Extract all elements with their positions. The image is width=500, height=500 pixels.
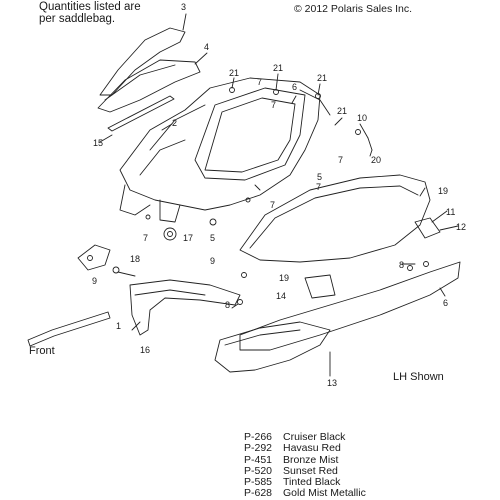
callout-7: 7 [271, 100, 277, 110]
callout-3: 3 [181, 2, 187, 12]
bracket-left [77, 244, 111, 271]
quantity-note-line2: per saddlebag. [39, 13, 116, 25]
callout-7: 7 [143, 233, 149, 243]
lid-shell-19 [239, 174, 431, 263]
callout-13: 13 [327, 378, 338, 388]
color-name: Bronze Mist [283, 453, 339, 466]
callout-7: 7 [257, 77, 263, 87]
color-code: P-585 [244, 476, 273, 489]
color-name: Havasu Red [283, 442, 341, 455]
saddlebag-body [119, 77, 321, 211]
callout-11: 11 [446, 207, 456, 217]
color-code: P-520 [244, 464, 273, 477]
view-label: LH Shown [393, 371, 444, 383]
callout-8: 8 [399, 260, 405, 270]
callout-9: 9 [92, 276, 98, 286]
color-row: P-292 Havasu Red [244, 442, 366, 455]
callout-5: 5 [210, 233, 216, 243]
callout-21: 21 [273, 63, 284, 73]
strip-15 [107, 95, 175, 132]
color-name: Gold Mist Metallic [283, 487, 366, 500]
color-row: P-266 Cruiser Black [244, 431, 366, 443]
callout-1: 1 [116, 321, 122, 331]
color-row: P-451 Bronze Mist [244, 453, 366, 466]
callout-12: 12 [456, 222, 467, 232]
trim-piece-4 [97, 59, 201, 113]
callout-7: 7 [316, 182, 322, 192]
color-code: P-451 [244, 453, 273, 466]
color-row: P-628 Gold Mist Metallic [244, 487, 366, 500]
bracket-19 [304, 274, 336, 299]
guard-16 [129, 279, 241, 336]
color-name: Sunset Red [283, 464, 338, 477]
callout-21: 21 [229, 68, 240, 78]
callout-15: 15 [93, 138, 104, 148]
color-code: P-628 [244, 487, 273, 500]
quantity-note-line1: Quantities listed are [39, 1, 141, 13]
callout-2: 2 [172, 118, 178, 128]
color-row: P-520 Sunset Red [244, 464, 366, 477]
bracket-11 [414, 217, 441, 239]
color-table: P-266 Cruiser Black P-292 Havasu Red P-451… [244, 431, 366, 500]
callout-8: 8 [225, 300, 231, 310]
quantity-note: Quantities listed are per saddlebag. [39, 1, 141, 25]
callout-19: 19 [279, 273, 290, 283]
callout-6: 6 [292, 82, 298, 92]
callout-7: 7 [338, 155, 344, 165]
callout-16: 16 [140, 345, 151, 355]
color-name: Tinted Black [283, 476, 341, 489]
callout-7: 7 [270, 200, 276, 210]
callout-14: 14 [276, 291, 287, 301]
callout-6: 6 [443, 298, 449, 308]
side-trim-6 [239, 261, 461, 351]
lower-cover-13 [214, 321, 331, 373]
trim-piece-3 [99, 27, 186, 96]
front-label: Front [29, 345, 55, 357]
callout-18: 18 [130, 254, 141, 264]
color-code: P-266 [244, 431, 273, 443]
copyright-text: © 2012 Polaris Sales Inc. [294, 3, 413, 15]
color-name: Cruiser Black [283, 431, 346, 443]
callout-21: 21 [317, 73, 328, 83]
callout-21: 21 [337, 106, 348, 116]
callout-5: 5 [317, 172, 323, 182]
callout-17: 17 [183, 233, 194, 243]
callout-4: 4 [204, 42, 210, 52]
front-arrow [27, 311, 111, 347]
callout-19: 19 [438, 186, 449, 196]
callout-20: 20 [371, 155, 382, 165]
callout-10: 10 [357, 113, 368, 123]
color-code: P-292 [244, 442, 273, 455]
callout-9: 9 [210, 256, 216, 266]
color-row: P-585 Tinted Black [244, 476, 366, 489]
